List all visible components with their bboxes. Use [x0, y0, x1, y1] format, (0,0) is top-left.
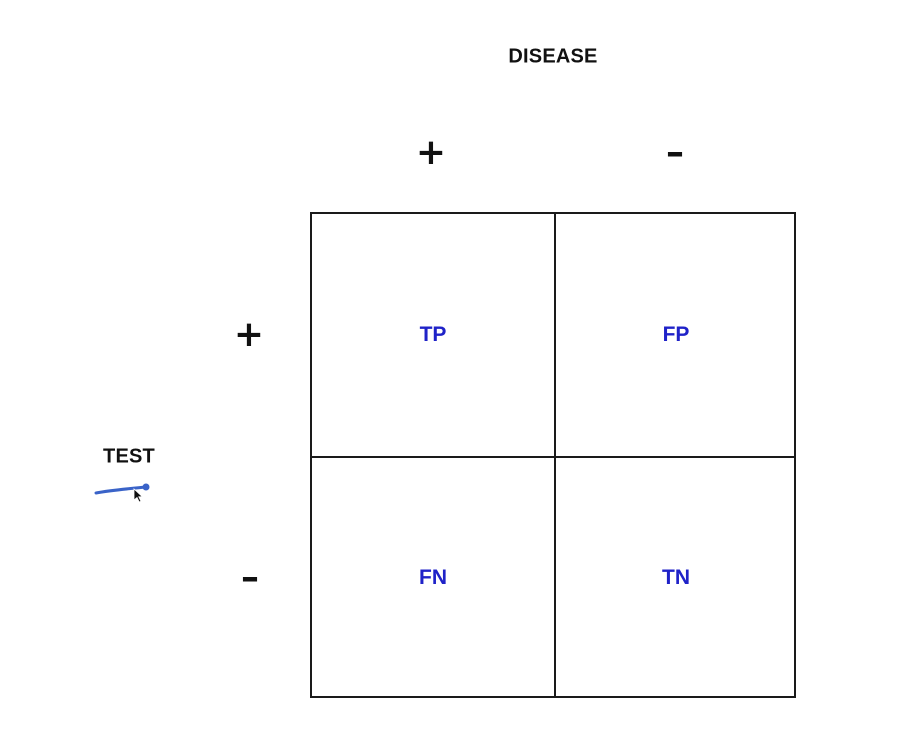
cell-false-negative: FN — [312, 457, 554, 699]
pen-annotation-stroke — [94, 483, 150, 503]
annotation-stroke-dot — [142, 483, 150, 491]
test-positive-header: + — [233, 314, 265, 355]
cell-true-negative: TN — [555, 457, 797, 699]
cell-false-positive: FP — [555, 214, 797, 456]
grid-horizontal-divider — [312, 456, 794, 458]
grid-vertical-divider — [554, 214, 556, 696]
test-axis-title: TEST — [103, 445, 155, 468]
disease-positive-header: + — [415, 132, 447, 173]
matrix-grid: TP FP FN TN — [310, 212, 796, 698]
disease-axis-title: DISEASE — [508, 45, 598, 68]
cell-fn-label: FN — [419, 566, 447, 589]
cell-true-positive: TP — [312, 214, 554, 456]
test-negative-header: – — [241, 557, 259, 598]
cell-tp-label: TP — [419, 323, 447, 346]
disease-negative-header: – — [666, 132, 684, 173]
annotation-stroke-path — [94, 485, 147, 495]
cell-tn-label: TN — [662, 566, 690, 589]
mouse-pointer-icon — [133, 488, 144, 503]
cell-fp-label: FP — [662, 323, 690, 346]
